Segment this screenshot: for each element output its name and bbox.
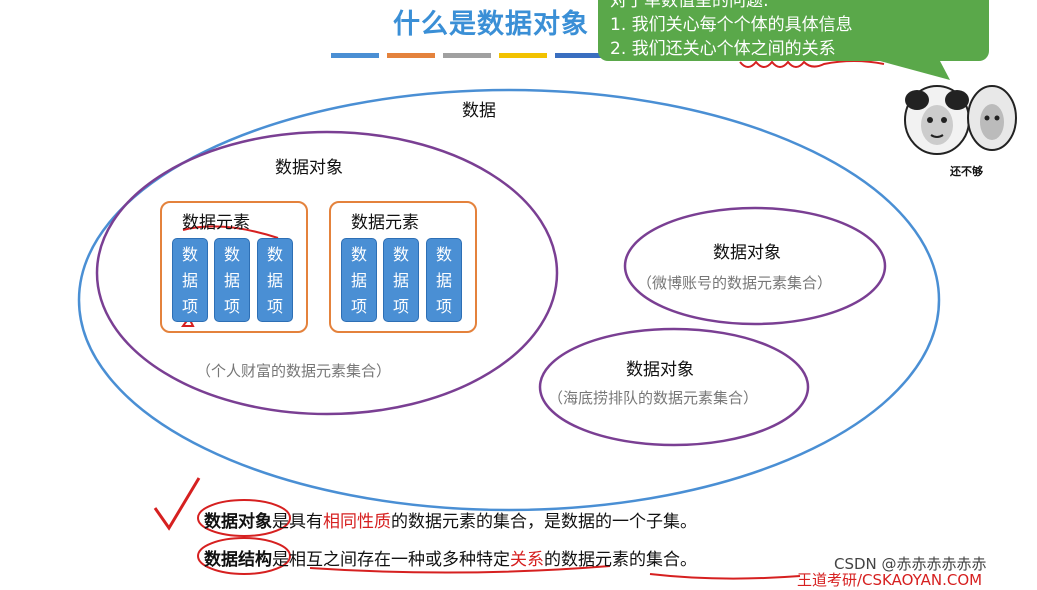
meme-image (897, 80, 1022, 160)
definition-text-2b: 的数据元素的集合。 (544, 550, 697, 570)
definition-data-object: 数据对象是具有相同性质的数据元素的集合，是数据的一个子集。 (204, 507, 697, 532)
data-item-char: 项 (266, 297, 283, 316)
element-box-2: 数据元素 (329, 201, 477, 333)
annotation-mark-item (181, 316, 195, 327)
title-color-bar-2 (387, 53, 435, 58)
title-color-bar-1 (331, 53, 379, 58)
definition-text-1b: 的数据元素的集合，是数据的一个子集。 (391, 512, 697, 532)
object-main-label: 数据对象 (275, 158, 343, 178)
definition-term-data-structure: 数据结构 (204, 550, 272, 570)
callout-line-2: 2. 我们还关心个体之间的关系 (610, 39, 836, 59)
definition-text-1a: 是具有 (272, 512, 323, 532)
annotation-underline-def2 (309, 565, 611, 574)
slide-title: 什么是数据对象 (393, 9, 589, 40)
csdn-watermark: CSDN @赤赤赤赤赤赤 (834, 555, 987, 573)
data-item-char: 据 (223, 271, 240, 290)
title-color-bar-4 (499, 53, 547, 58)
data-item-char: 数 (223, 245, 240, 264)
data-item-char: 据 (266, 271, 283, 290)
data-item-char: 据 (392, 271, 409, 290)
annotation-circle-term-1 (197, 499, 291, 537)
object-main-desc: （个人财富的数据元素集合） (196, 362, 392, 380)
data-item-char: 数 (266, 245, 283, 264)
data-item-char: 据 (350, 271, 367, 290)
data-item-char: 项 (181, 297, 198, 316)
data-item-4: 数 据 项 (341, 238, 377, 322)
data-item-char: 数 (435, 245, 452, 264)
data-item-char: 项 (350, 297, 367, 316)
object-weibo-label: 数据对象 (713, 243, 781, 263)
data-item-char: 据 (181, 271, 198, 290)
meme-faces-icon (904, 85, 1017, 155)
data-item-5: 数 据 项 (383, 238, 419, 322)
object-main-ellipse (95, 130, 559, 416)
annotation-squiggle-top (739, 60, 885, 68)
callout-tail (880, 61, 950, 80)
outer-data-ellipse (77, 88, 941, 512)
data-item-char: 数 (181, 245, 198, 264)
element-box-1: 数据元素 (160, 201, 308, 333)
element-label-2: 数据元素 (351, 213, 419, 233)
data-item-3: 数 据 项 (257, 238, 293, 322)
object-haidi-ellipse (538, 327, 810, 447)
object-haidi-label: 数据对象 (626, 360, 694, 380)
definition-highlight-same-nature: 相同性质 (323, 512, 391, 532)
annotation-checkmark (153, 477, 201, 531)
annotation-circle-term-2 (197, 537, 291, 575)
data-item-char: 数 (350, 245, 367, 264)
data-item-char: 数 (392, 245, 409, 264)
meme-caption: 还不够 (950, 165, 983, 178)
data-item-char: 据 (435, 271, 452, 290)
definition-term-data-object: 数据对象 (204, 512, 272, 532)
data-item-char: 项 (223, 297, 240, 316)
data-item-1: 数 据 项 (172, 238, 208, 322)
definition-text-2a: 是相互之间存在一种或多种特定 (272, 550, 510, 570)
data-item-char: 项 (435, 297, 452, 316)
data-item-6: 数 据 项 (426, 238, 462, 322)
data-item-char: 项 (392, 297, 409, 316)
annotation-underline-element (182, 225, 279, 239)
title-color-bar-5 (555, 53, 603, 58)
callout-line-0: 对于单数值呈的问题: (610, 0, 769, 11)
callout-bubble: 对于单数值呈的问题: 1. 我们关心每个个体的具体信息 2. 我们还关心个体之间… (598, 0, 989, 61)
annotation-underline-def2b (649, 573, 801, 580)
object-weibo-ellipse (623, 206, 887, 326)
callout-line-1: 1. 我们关心每个个体的具体信息 (610, 15, 853, 35)
element-label-1: 数据元素 (182, 213, 250, 233)
title-color-bar-3 (443, 53, 491, 58)
definition-data-structure: 数据结构是相互之间存在一种或多种特定关系的数据元素的集合。 (204, 545, 697, 570)
object-haidi-desc: （海底捞排队的数据元素集合） (548, 389, 759, 407)
definition-highlight-relation: 关系 (510, 550, 544, 570)
object-weibo-desc: （微博账号的数据元素集合） (637, 274, 833, 292)
wangdao-watermark: 王道考研/CSKAOYAN.COM (797, 571, 983, 589)
data-item-2: 数 据 项 (214, 238, 250, 322)
outer-data-label: 数据 (462, 101, 496, 121)
